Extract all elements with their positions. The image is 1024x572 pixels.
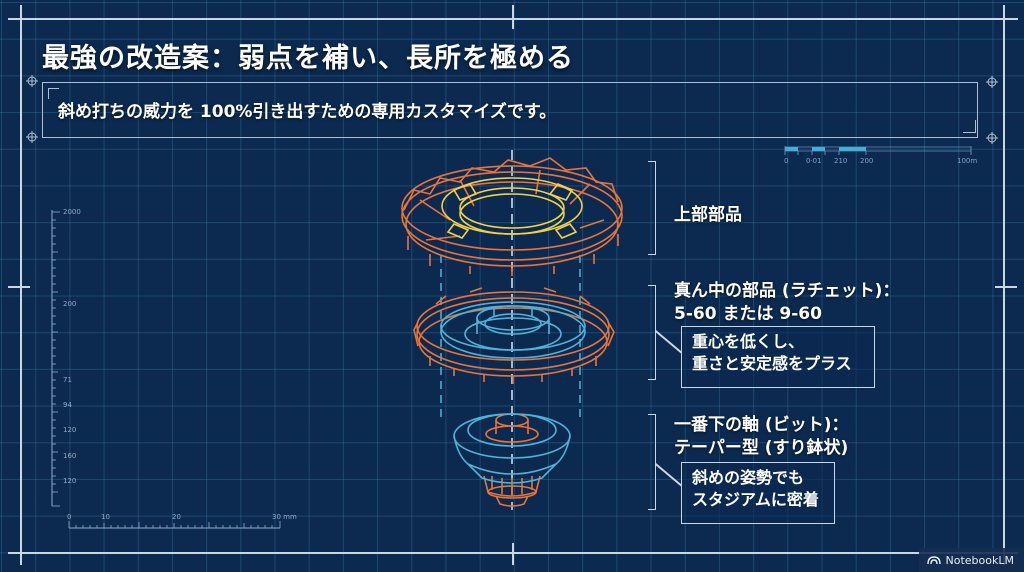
bit-callout-line1: 斜めの姿勢でも — [692, 468, 805, 487]
ruler-label: 20 — [172, 513, 181, 521]
scale-label: 0 — [784, 157, 789, 165]
ratchet-bracket — [648, 285, 656, 380]
ruler-label: 200 — [63, 300, 77, 308]
ruler-label: 160 — [63, 452, 77, 460]
ratchet-callout-line2: 重さと安定感をプラス — [692, 354, 852, 373]
ruler-label: 120 — [63, 426, 77, 434]
top-part-bracket — [648, 161, 656, 255]
scale-label: 100m — [957, 157, 978, 165]
subtitle-box — [42, 82, 978, 138]
crosshair-icon — [986, 76, 998, 88]
ratchet-callout: 重心を低くし、 重さと安定感をプラス — [681, 326, 875, 388]
bit-bracket — [648, 414, 656, 510]
scale-label: 0·01 — [806, 157, 822, 165]
crosshair-icon — [26, 131, 38, 143]
ruler-label: 30 mm — [272, 513, 297, 521]
subtitle-corner-mark — [963, 120, 976, 133]
ratchet-heading-line1: 真ん中の部品 (ラチェット)： — [674, 281, 900, 301]
top-part-label: 上部部品 — [674, 205, 742, 225]
top-part-blade-illustration — [401, 157, 623, 276]
ratchet-callout-line1: 重心を低くし、 — [692, 332, 805, 351]
frame-tick-bottom — [512, 543, 514, 565]
ruler-label: 71 — [63, 376, 72, 384]
scale-label: 200 — [860, 157, 874, 165]
page-title: 最強の改造案：弱点を補い、長所を極める — [42, 43, 574, 74]
top-scale-bar — [784, 146, 972, 155]
notebooklm-watermark: NotebookLM — [918, 548, 1024, 572]
bit-heading-line2: テーパー型 (すり鉢状) — [674, 438, 849, 458]
watermark-label: NotebookLM — [945, 553, 1014, 567]
frame-right — [1003, 5, 1005, 565]
ratchet-illustration — [413, 287, 615, 384]
bit-callout-line2: スタジアムに密着 — [692, 490, 819, 509]
vertical-ruler — [51, 210, 60, 507]
bit-illustration — [453, 413, 571, 507]
subtitle-corner-mark — [48, 88, 59, 99]
ruler-label: 10 — [101, 513, 110, 521]
crosshair-icon — [986, 132, 998, 144]
frame-tick-right — [995, 286, 1017, 288]
scale-label: 210 — [834, 157, 848, 165]
subtitle-text: 斜め打ちの威力を 100%引き出すための専用カスタマイズです。 — [58, 102, 557, 122]
bit-callout: 斜めの姿勢でも スタジアムに密着 — [681, 462, 835, 524]
ruler-label: 120 — [63, 477, 77, 485]
frame-left — [20, 5, 22, 565]
notebooklm-logo-icon — [926, 556, 941, 565]
frame-tick-left — [8, 286, 30, 288]
ratchet-heading-line2: 5-60 または 9-60 — [674, 304, 822, 324]
ruler-label: 0 — [67, 513, 72, 521]
crosshair-icon — [26, 75, 38, 87]
frame-tick-top — [512, 5, 514, 29]
bit-heading-line1: 一番下の軸 (ビット)： — [674, 415, 849, 435]
ruler-label: 2000 — [63, 208, 81, 216]
ruler-label: 94 — [63, 401, 72, 409]
horizontal-ruler — [68, 521, 281, 529]
